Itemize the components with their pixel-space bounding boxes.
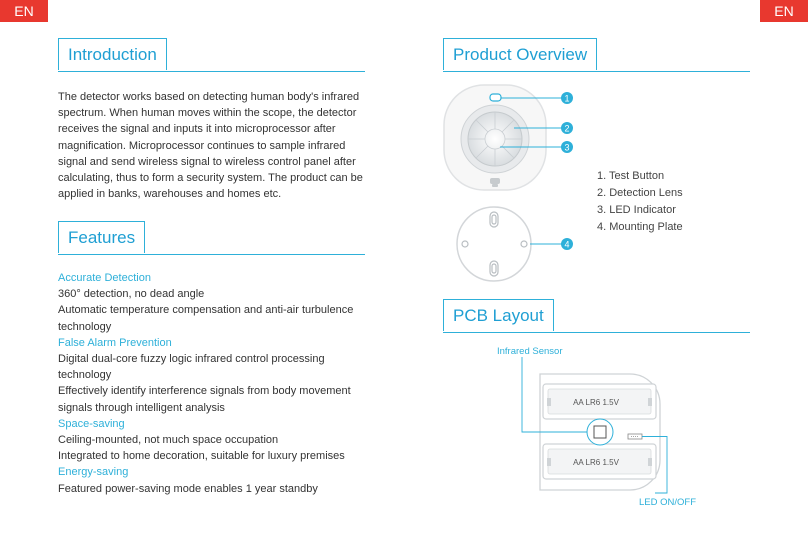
language-tag-right: EN — [760, 0, 808, 22]
marker-4: 4 — [561, 238, 573, 250]
legend-item: 1. Test Button — [597, 170, 665, 182]
marker-3: 3 — [561, 141, 573, 153]
introduction-title: Introduction — [58, 38, 167, 70]
product-overview-rule — [443, 70, 750, 72]
battery-top-label: AA LR6 1.5V — [573, 398, 619, 407]
product-overview-title: Product Overview — [443, 38, 598, 70]
marker-1-label: 1 — [564, 94, 569, 104]
infrared-sensor — [586, 418, 614, 446]
features-list: Accurate Detection 360° detection, no de… — [58, 270, 370, 497]
introduction-rule — [58, 70, 365, 72]
feature-line: Digital dual-core fuzzy logic infrared c… — [58, 353, 325, 382]
feature-line: 360° detection, no dead angle — [58, 288, 205, 301]
marker-3-label: 3 — [564, 143, 569, 153]
marker-4-label: 4 — [564, 240, 569, 250]
introduction-header: Introduction — [58, 38, 365, 72]
product-legend: 1. Test Button 2. Detection Lens 3. LED … — [597, 168, 683, 236]
marker-2: 2 — [561, 122, 573, 134]
feature-title: False Alarm Prevention — [58, 336, 172, 349]
feature-line: Effectively identify interference signal… — [58, 385, 351, 414]
language-tag-left: EN — [0, 0, 48, 22]
battery-bottom: AA LR6 1.5V — [542, 443, 657, 480]
mounting-slots — [461, 211, 528, 277]
features-header: Features — [58, 221, 365, 255]
battery-top: AA LR6 1.5V — [542, 383, 657, 420]
feature-line: Automatic temperature compensation and a… — [58, 304, 354, 333]
led-switch — [627, 433, 643, 440]
led-onoff-label: LED ON/OFF — [639, 497, 697, 508]
features-rule — [58, 253, 365, 255]
feature-line: Ceiling-mounted, not much space occupati… — [58, 434, 279, 447]
product-diagram: 1 2 3 4 — [443, 84, 573, 282]
lens-facets — [468, 112, 522, 166]
introduction-body: The detector works based on detecting hu… — [58, 91, 363, 201]
pcb-diagram: AA LR6 1.5V AA LR6 1.5V — [521, 357, 668, 494]
marker-1: 1 — [561, 92, 573, 104]
feature-line: Integrated to home decoration, suitable … — [58, 450, 345, 463]
callout-lines — [500, 97, 562, 245]
infrared-sensor-label: Infrared Sensor — [497, 346, 563, 357]
features-title: Features — [58, 221, 146, 253]
feature-title: Space-saving — [58, 417, 125, 430]
pcb-layout-title: PCB Layout — [443, 299, 554, 331]
pcb-callout-lines — [521, 357, 668, 494]
pcb-layout-rule — [443, 331, 750, 333]
product-overview-header: Product Overview — [443, 38, 750, 72]
logo-icon — [490, 178, 500, 187]
pcb-layout-header: PCB Layout — [443, 299, 750, 333]
feature-line: Featured power-saving mode enables 1 yea… — [58, 482, 318, 495]
marker-2-label: 2 — [564, 124, 569, 134]
legend-item: 3. LED Indicator — [597, 204, 676, 216]
feature-title: Energy-saving — [58, 466, 129, 479]
test-button — [489, 93, 502, 102]
legend-item: 2. Detection Lens — [597, 187, 683, 199]
legend-item: 4. Mounting Plate — [597, 221, 683, 233]
battery-bottom-label: AA LR6 1.5V — [573, 458, 619, 467]
feature-title: Accurate Detection — [58, 272, 151, 284]
